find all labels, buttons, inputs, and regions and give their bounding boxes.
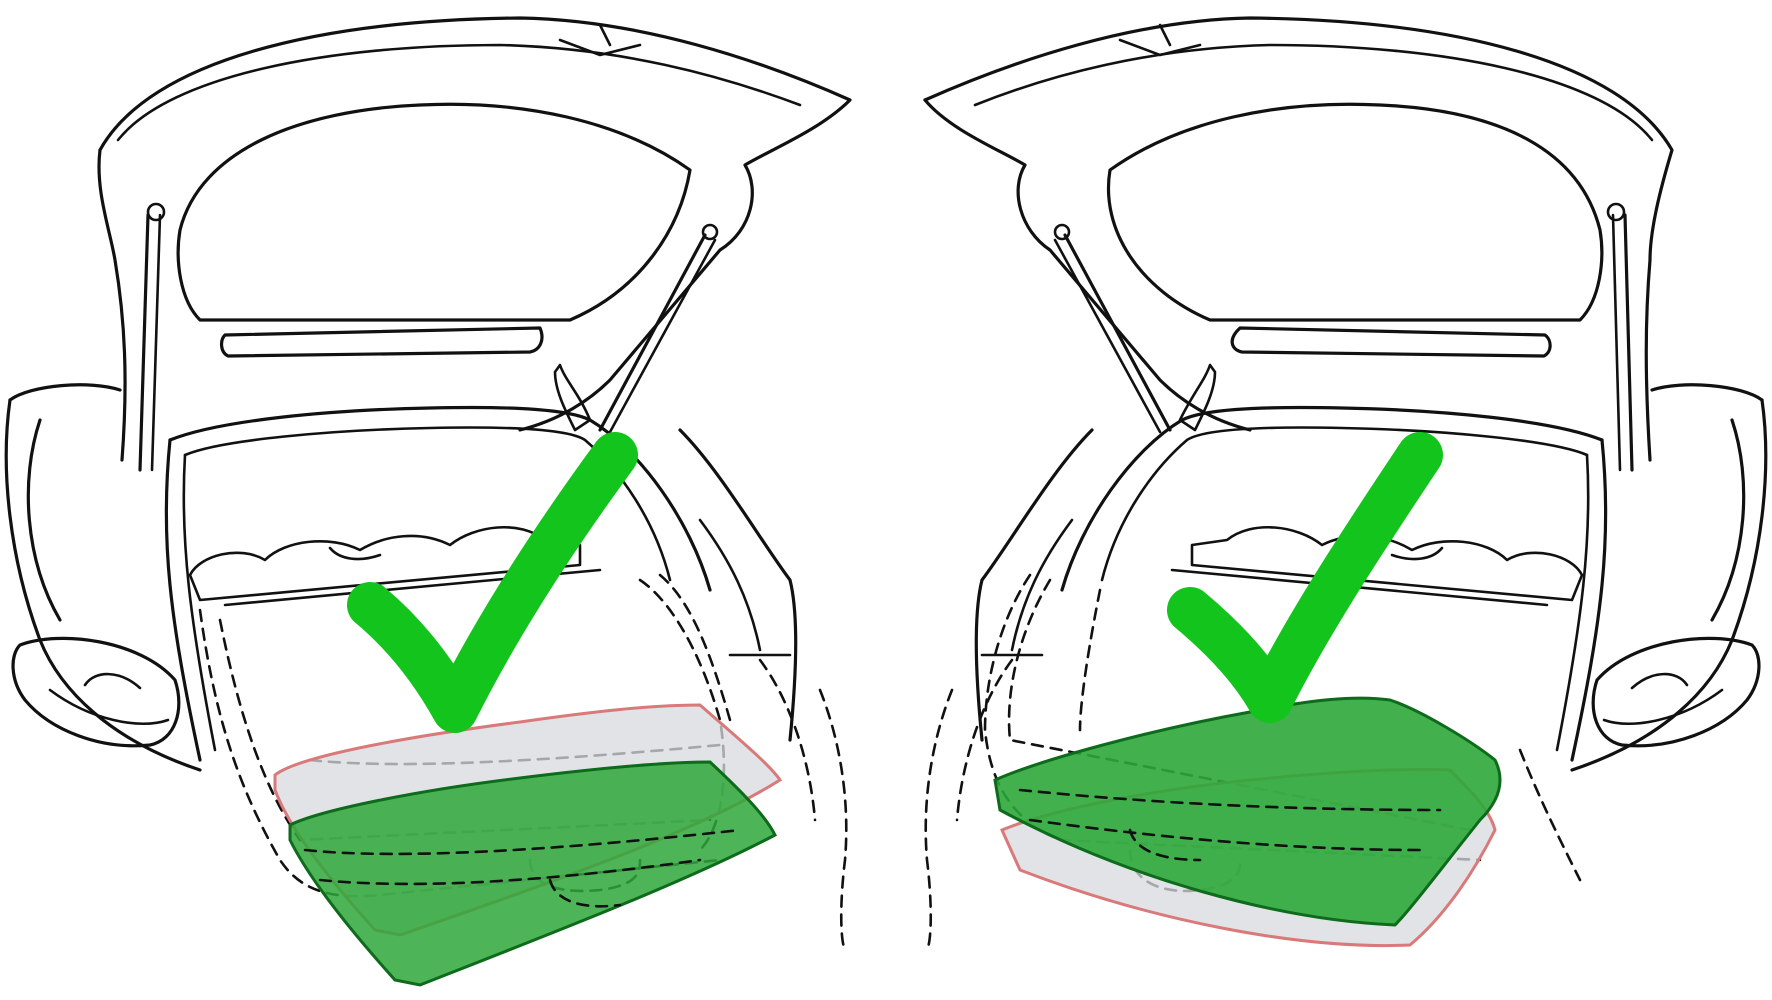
check-mark-icon: [347, 432, 638, 733]
left-floor-overlay-lines: [303, 828, 742, 908]
right-car: [923, 16, 1768, 952]
right-car-outline: [923, 16, 1768, 772]
left-car: [4, 16, 852, 987]
right-floor-overlay-lines: [1018, 788, 1442, 862]
right-boot-floor: [993, 696, 1502, 927]
left-car-outline: [4, 16, 852, 772]
left-boot-floor: [288, 760, 777, 987]
check-mark-icon: [1167, 432, 1443, 723]
